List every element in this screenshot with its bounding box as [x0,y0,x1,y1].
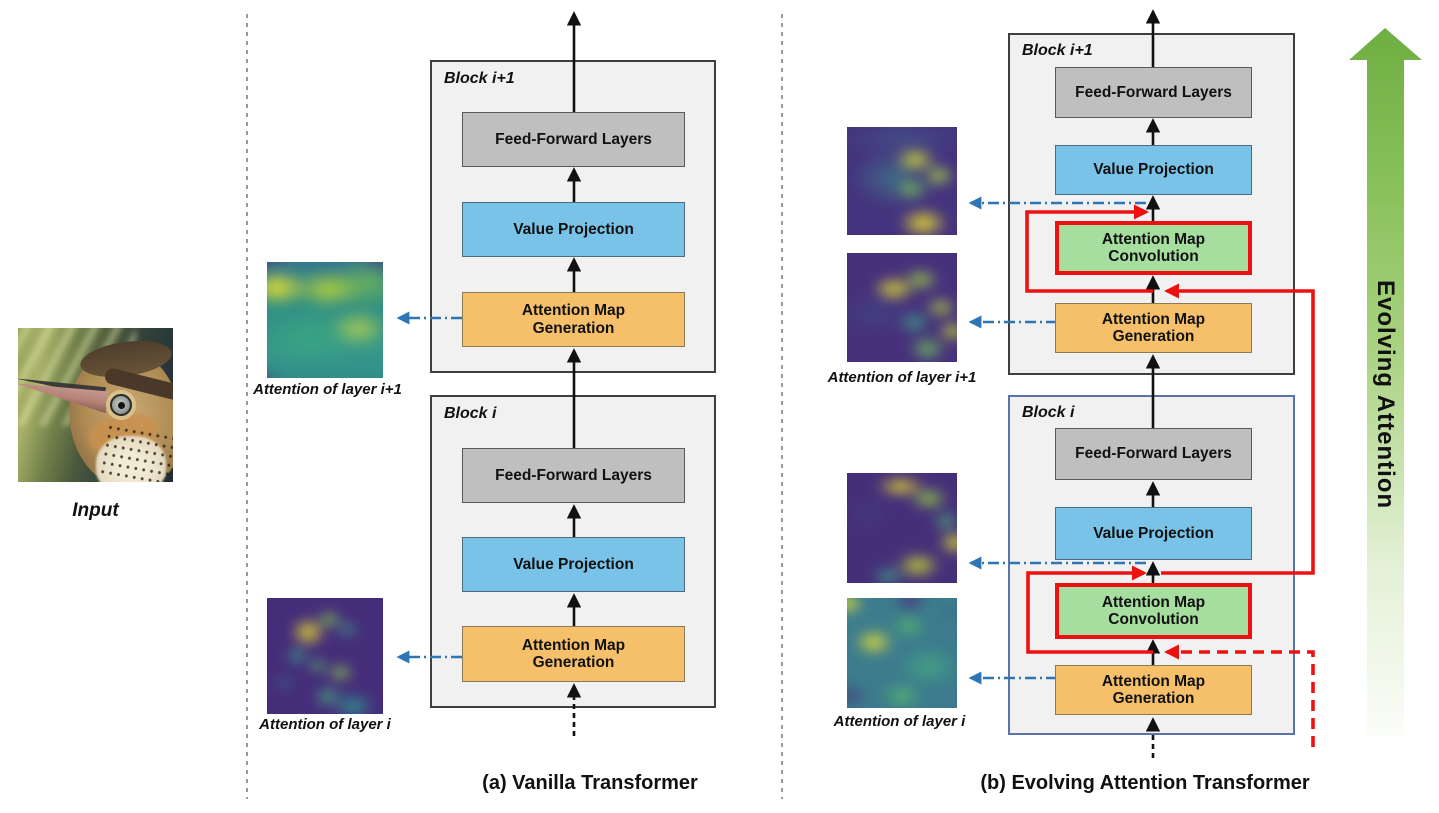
box-label: Value Projection [1093,524,1214,542]
attention-map-b-generated-layer-i1 [847,253,957,362]
box-label: Attention Map Convolution [1101,593,1206,628]
attention-map-a-layer-i [267,598,383,714]
attention-a-layer-i1-caption: Attention of layer i+1 [253,381,402,398]
panel-b-block-i1-attention-map-generation-box: Attention Map Generation [1055,303,1252,353]
bird-speckles [97,422,173,482]
panel-a-block-i-feed-forward-box: Feed-Forward Layers [462,448,685,503]
box-label: Attention Map Generation [521,302,626,337]
panel-a-block-i-value-projection-box: Value Projection [462,537,685,592]
heatmap [847,253,957,362]
box-label: Value Projection [1093,161,1214,179]
panel-a-block-i1-label: Block i+1 [444,70,515,87]
panel-a-caption: (a) Vanilla Transformer [482,772,698,794]
panel-a-block-i-label: Block i [444,405,497,422]
attention-b-layer-i1-caption: Attention of layer i+1 [827,369,977,386]
attention-map-b-evolved-layer-i1 [847,127,957,235]
box-label: Feed-Forward Layers [1075,83,1232,101]
box-label: Attention Map Generation [521,636,626,671]
box-label: Feed-Forward Layers [495,466,652,484]
attention-b-layer-i-caption: Attention of layer i [833,713,966,730]
box-label: Attention Map Generation [1101,310,1206,345]
heatmap [847,473,957,583]
panel-b-block-i-feed-forward-box: Feed-Forward Layers [1055,428,1252,480]
attention-map-a-layer-i1 [267,262,383,378]
panel-a-block-i1-value-projection-box: Value Projection [462,202,685,257]
panel-b-caption: (b) Evolving Attention Transformer [980,772,1310,794]
panel-b-block-i1-attention-map-convolution-box: Attention Map Convolution [1055,221,1252,275]
panel-b-block-i-attention-map-generation-box: Attention Map Generation [1055,665,1252,715]
box-label: Feed-Forward Layers [495,130,652,148]
box-label: Attention Map Generation [1101,672,1206,707]
heatmap [847,127,957,235]
heatmap [847,598,957,708]
panel-b-block-i-attention-map-convolution-box: Attention Map Convolution [1055,583,1252,639]
panel-a-block-i-attention-map-generation-box: Attention Map Generation [462,626,685,682]
attention-map-b-generated-layer-i [847,598,957,708]
input-caption: Input [72,500,119,521]
bird-eye-pupil [118,402,125,409]
attention-map-b-evolved-layer-i [847,473,957,583]
panel-a-block-i1-attention-map-generation-box: Attention Map Generation [462,292,685,347]
input-bird-image [18,328,173,482]
evolving-attention-arrow-label: Evolving Attention [1372,280,1399,510]
panel-b-block-i-value-projection-box: Value Projection [1055,507,1252,560]
box-label: Value Projection [513,220,634,238]
panel-b-block-i1-feed-forward-box: Feed-Forward Layers [1055,67,1252,118]
heatmap [267,598,383,714]
panel-b-block-i1-value-projection-box: Value Projection [1055,145,1252,195]
panel-a-block-i1-feed-forward-box: Feed-Forward Layers [462,112,685,167]
attention-a-layer-i-caption: Attention of layer i [259,716,391,733]
box-label: Value Projection [513,555,634,573]
heatmap [267,262,383,378]
box-label: Attention Map Convolution [1101,230,1206,265]
panel-b-block-i-label: Block i [1022,404,1075,421]
panel-b-block-i1-label: Block i+1 [1022,42,1093,59]
box-label: Feed-Forward Layers [1075,445,1232,463]
